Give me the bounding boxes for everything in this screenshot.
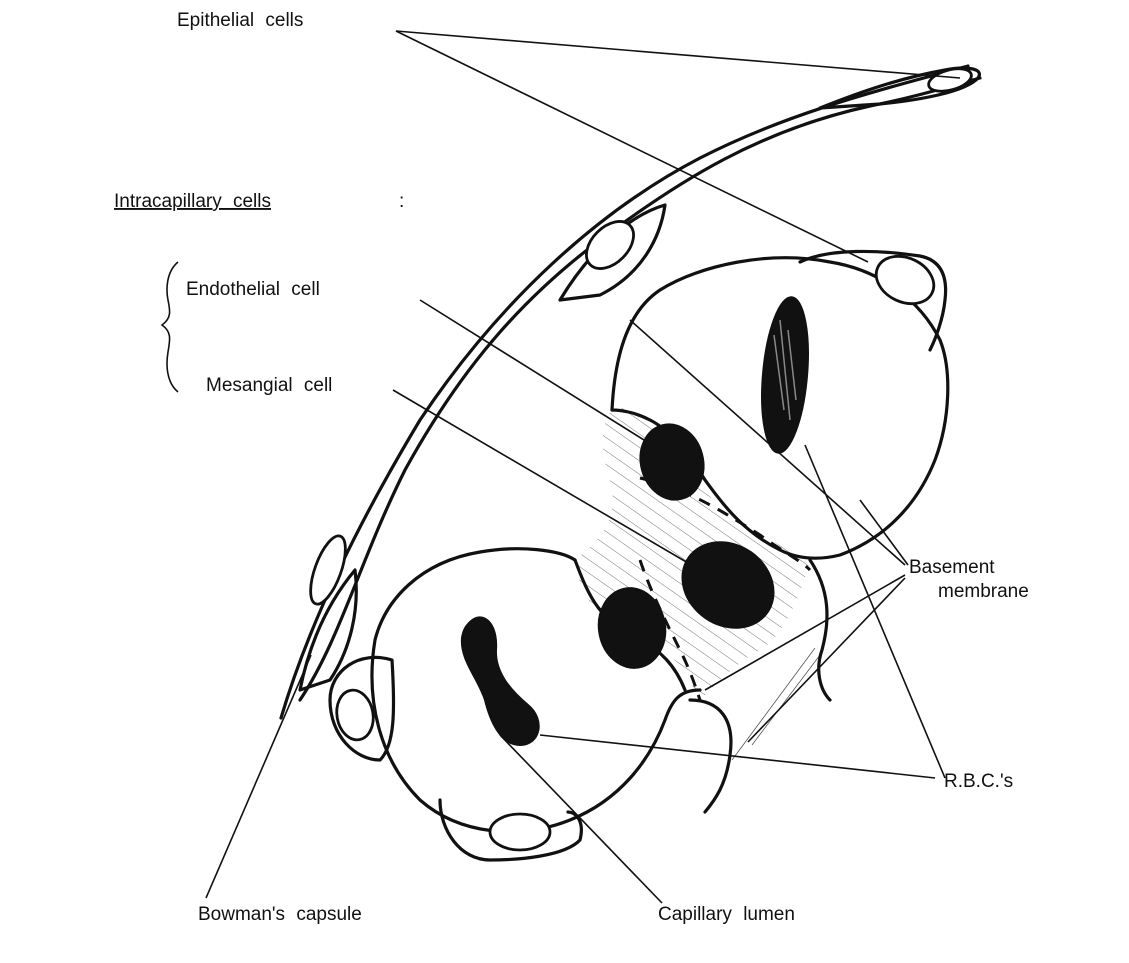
hatch-extension-1	[732, 648, 815, 760]
label-capillary-lumen: Capillary lumen	[658, 904, 795, 925]
label-epithelial-cells: Epithelial cells	[177, 10, 303, 31]
label-mesangial-cell: Mesangial cell	[206, 375, 332, 396]
capillary-wall-tail-2	[810, 560, 830, 700]
label-intracapillary-colon: :	[399, 191, 404, 212]
label-endothelial-cell: Endothelial cell	[186, 279, 320, 300]
rbc-lower	[462, 617, 539, 745]
label-basement-membrane-1: Basement	[909, 557, 995, 578]
capsule-epithelial-cell-2	[560, 205, 665, 300]
label-bowmans-capsule: Bowman's capsule	[198, 904, 362, 925]
podocyte-bottom	[440, 800, 581, 860]
intracapillary-bracket	[162, 262, 178, 392]
capillary-wall-tail-1	[690, 700, 731, 812]
label-basement-membrane-2: membrane	[938, 581, 1029, 602]
leader-lines	[206, 31, 960, 903]
label-rbcs: R.B.C.'s	[944, 771, 1013, 792]
hatch-extension-2	[752, 655, 820, 745]
label-intracapillary-cells: Intracapillary cells	[114, 191, 271, 212]
podocyte-upper	[800, 247, 946, 350]
